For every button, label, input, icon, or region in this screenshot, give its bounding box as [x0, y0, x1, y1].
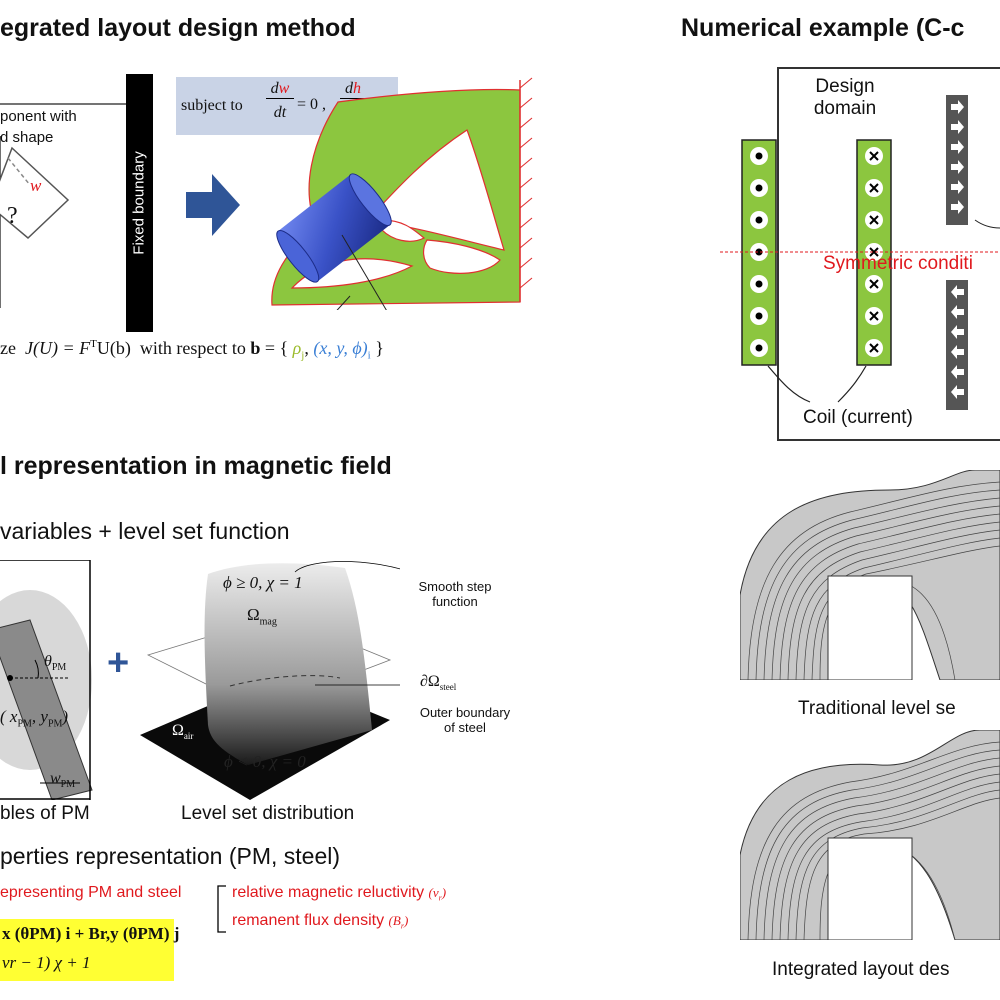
coil-left-dots [750, 147, 768, 357]
constraint-dt-1: dt [273, 104, 287, 121]
coil-right-crosses [865, 147, 883, 357]
magnet-upper-arrows [951, 100, 964, 214]
design-domain-frame [777, 67, 1000, 441]
phi-ge-label: ϕ ≥ 0, χ = 1 [223, 573, 303, 592]
theta-pm-label: θPM [44, 653, 67, 674]
omega-air-label: Ωair [172, 722, 194, 742]
constraint-eq-1: = 0 , [297, 96, 327, 113]
coil-current-label: Coil (current) [803, 407, 913, 428]
brace [217, 885, 226, 933]
section3-title: perties representation (PM, steel) [0, 843, 341, 869]
d-omega-steel-label: ∂Ωsteel [420, 673, 457, 693]
pm-variables-diagram [0, 560, 93, 800]
representing-label: epresenting PM and steel [0, 884, 182, 901]
traditional-result [740, 470, 1000, 680]
component-label-1: ponent with [0, 108, 77, 125]
optimized-structure [271, 77, 533, 310]
formula-2: νr − 1) χ + 1 [2, 953, 91, 972]
unknown-component [0, 146, 70, 240]
constraint-frac-1: dw [266, 80, 294, 99]
section2-subtitle: variables + level set function [0, 518, 290, 544]
omega-mag-label: Ωmag [247, 605, 277, 628]
xy-pm-label: ( xPM, yPM) [0, 707, 69, 730]
right-arrow-icon [186, 174, 240, 236]
c-core-setup [720, 95, 1000, 410]
caption-traditional: Traditional level se [798, 698, 956, 719]
section4-title: Numerical example (C-c [681, 14, 965, 42]
component-sketch [0, 103, 128, 308]
question-mark: ? [7, 203, 18, 229]
symmetric-condition-label: Symmetric conditi [823, 253, 973, 274]
caption-level-set: Level set distribution [181, 803, 355, 824]
caption-integrated: Integrated layout des [772, 959, 950, 980]
plus-sign: + [107, 642, 130, 684]
w-pm-label: wPM [50, 770, 76, 791]
remanent-label: remanent flux density (Br) [232, 912, 409, 931]
component-label-2: d shape [0, 129, 54, 146]
fixed-boundary-label: Fixed boundary [130, 151, 148, 255]
section1-title: egrated layout design method [0, 14, 356, 42]
reluctivity-label: relative magnetic reluctivity (νr) [232, 884, 447, 903]
section2-title: l representation in magnetic field [0, 452, 392, 480]
objective-function: ze J(U) = FTU(b) with respect to b = { ρ… [0, 338, 384, 362]
caption-pm-variables: bles of PM [0, 803, 90, 824]
phi-lt-label: ϕ < 0, χ = 0 [224, 752, 306, 771]
fixed-boundary-bar [126, 74, 153, 332]
level-set-surface [140, 561, 400, 800]
integrated-result [740, 730, 1000, 940]
formula-highlight [0, 919, 174, 981]
w-label: w [30, 176, 42, 195]
constraint-frac-2: dh [340, 80, 366, 99]
magnet-lower-arrows [951, 285, 964, 399]
constraint-prefix: subject to [181, 97, 243, 114]
formula-1: x (θPM) i + Br,y (θPM) j [2, 924, 180, 943]
permanent-magnet-cylinder [276, 173, 392, 283]
